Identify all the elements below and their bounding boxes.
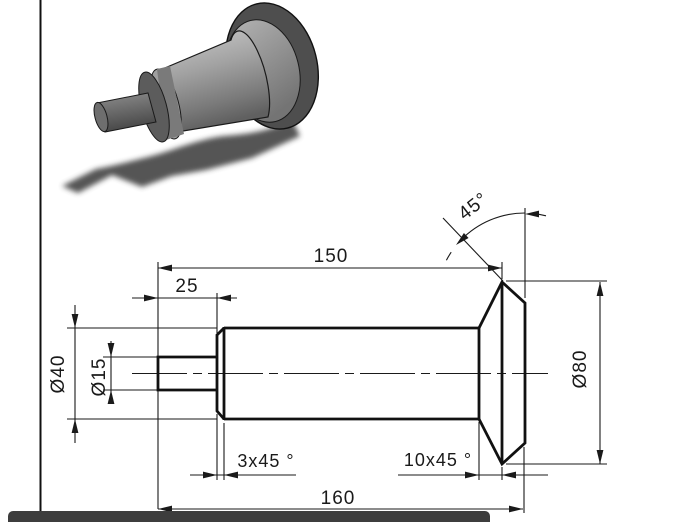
dim-dia40-label: Ø40: [48, 355, 69, 394]
dim-chamfer3-label: 3x45 °: [237, 451, 294, 471]
tip-profile: [156, 355, 217, 392]
dim-160-label: 160: [321, 488, 356, 509]
front-chamfer-profile: [215, 327, 226, 420]
flange-profile: [477, 279, 527, 467]
dimension-labels: 150 25 Ø40 Ø15 Ø80 3x45 ° 10x45 ° 160 45…: [48, 189, 591, 509]
dim-chamfer10-label: 10x45 °: [404, 450, 472, 470]
iso-shaded-view: [62, 2, 320, 193]
dim-150-label: 150: [314, 246, 349, 267]
dim-angle45-label: 45°: [455, 189, 493, 225]
part-shadow: [62, 120, 300, 193]
dim-dia15-label: Ø15: [89, 358, 110, 397]
part-outline: [156, 279, 527, 467]
tip-front-face: [93, 101, 109, 133]
dim-25-label: 25: [175, 276, 198, 297]
angle-arc-overshoot-left: [445, 251, 452, 261]
dim-dia80-label: Ø80: [570, 350, 591, 389]
angle-dim-arc: [460, 212, 526, 241]
ground-bar: [8, 511, 490, 522]
chamfer-angle-leader: [442, 217, 504, 282]
